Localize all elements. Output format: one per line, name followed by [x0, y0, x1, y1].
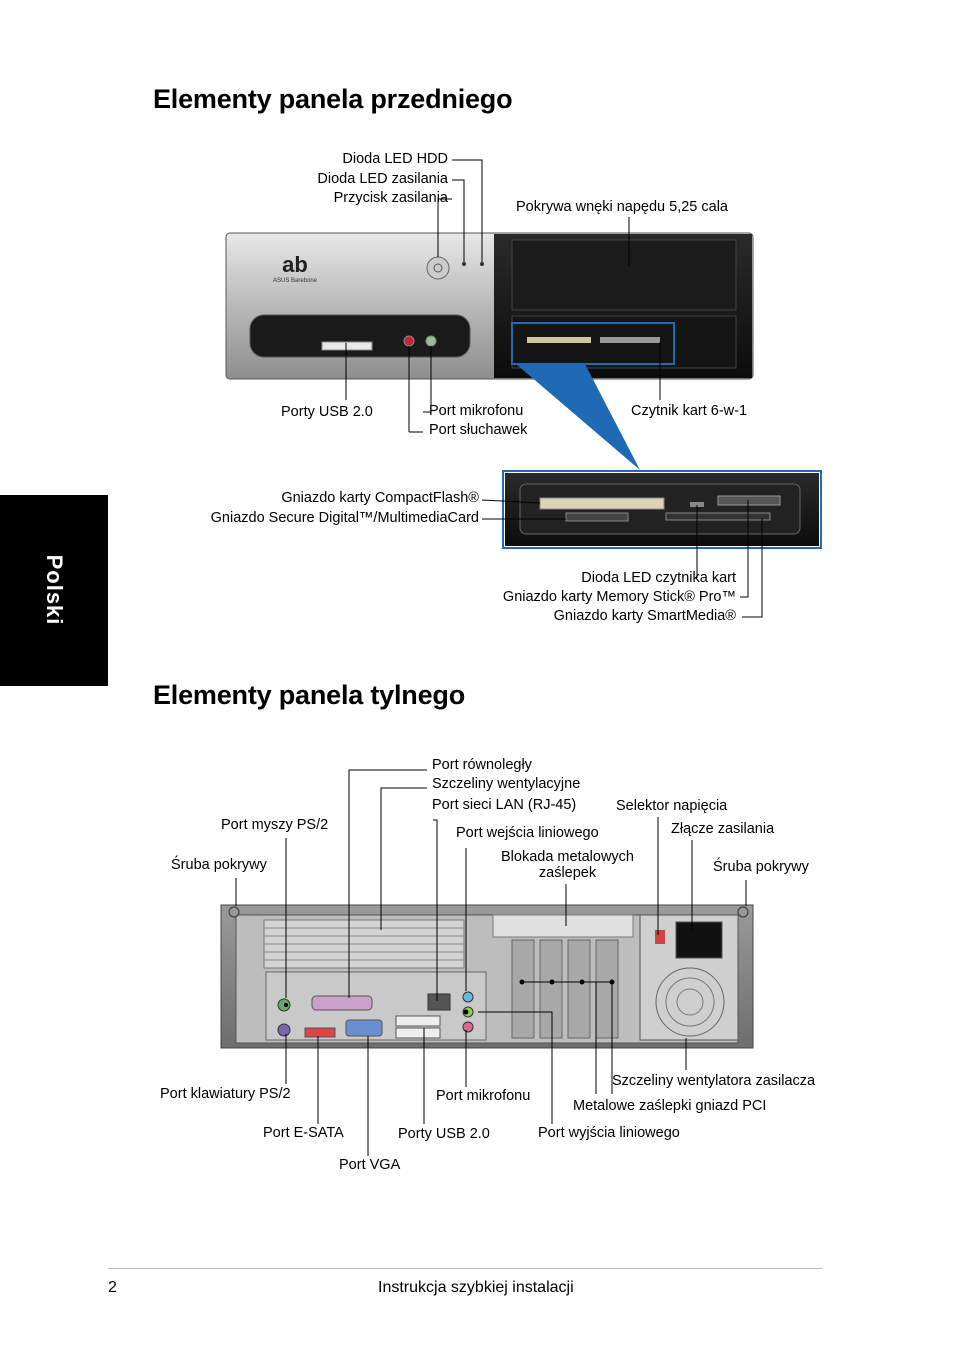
asus-logo-icon: ab	[282, 252, 308, 277]
ps2-keyboard-icon	[277, 1023, 291, 1037]
label-bay-cover: Pokrywa wnęki napędu 5,25 cala	[516, 199, 728, 215]
bay-cover	[511, 239, 737, 311]
label-ms-slot: Gniazdo karty Memory Stick® Pro™	[502, 589, 736, 605]
mic-jack-icon	[403, 335, 415, 347]
cf-slot-small	[527, 337, 591, 343]
rear-mic-jack-icon	[462, 1021, 474, 1033]
label-power-button: Przycisk zasilania	[333, 190, 448, 206]
card-reader-zoom-frame	[502, 470, 822, 549]
label-psu-fan: Szczeliny wentylatora zasilacza	[612, 1073, 816, 1089]
reader-led-zoom-icon	[690, 502, 704, 507]
footer-divider	[108, 1268, 822, 1269]
front-vent-panel	[249, 314, 471, 358]
power-led-icon	[462, 262, 466, 266]
ms-slot-zoom-icon	[717, 495, 781, 506]
headphone-jack-icon	[425, 335, 437, 347]
footer-page-number: 2	[108, 1279, 117, 1296]
hdd-led-icon	[480, 262, 484, 266]
esata-port-icon	[304, 1027, 336, 1038]
label-headphone: Port słuchawek	[429, 422, 528, 438]
label-vents: Szczeliny wentylacyjne	[432, 776, 581, 792]
vga-port-icon	[345, 1019, 383, 1037]
label-voltage-selector: Selektor napięcia	[616, 798, 728, 814]
footer-doc-title: Instrukcja szybkiej instalacji	[378, 1279, 574, 1296]
rear-panel-title: Elementy panela tylnego	[153, 680, 465, 710]
parallel-port-icon	[311, 995, 373, 1011]
label-lan: Port sieci LAN (RJ-45)	[432, 797, 577, 813]
label-power-led: Dioda LED zasilania	[317, 171, 448, 187]
logo-caption: ASUS Barebone	[273, 278, 318, 284]
line-in-jack-icon	[462, 991, 474, 1003]
front-panel-title: Elementy panela przedniego	[153, 84, 513, 114]
label-cf-slot: Gniazdo karty CompactFlash®	[281, 490, 479, 506]
label-front-mic: Port mikrofonu	[429, 403, 524, 419]
rear-usb-ports-icon	[395, 1015, 441, 1027]
bracket-lock	[492, 914, 634, 938]
callout-wedge	[516, 364, 640, 470]
voltage-selector-icon	[655, 930, 665, 944]
card-reader-highlight	[511, 322, 675, 365]
label-rear-usb: Porty USB 2.0	[398, 1126, 490, 1142]
label-esata: Port E-SATA	[263, 1125, 344, 1141]
screw-left-icon	[228, 906, 240, 918]
label-line-in: Port wejścia liniowego	[456, 825, 599, 841]
label-hdd-led: Dioda LED HDD	[342, 151, 448, 167]
label-bracket-lock: Blokada metalowych	[501, 849, 634, 865]
label-front-usb: Porty USB 2.0	[281, 404, 373, 420]
language-tab: Polski	[0, 495, 108, 686]
label-vga: Port VGA	[339, 1157, 401, 1173]
label-parallel: Port równoległy	[432, 757, 532, 773]
label-card-reader: Czytnik kart 6-w-1	[631, 403, 748, 419]
lan-port-icon	[427, 993, 451, 1011]
screw-right-icon	[737, 906, 749, 918]
cf-slot-zoom-icon	[539, 497, 665, 510]
label-sd-slot: Gniazdo Secure Digital™/MultimediaCard	[210, 510, 479, 526]
label-power-connector: Złącze zasilania	[671, 821, 775, 837]
label-pci-brackets: Metalowe zaślepki gniazd PCI	[573, 1098, 767, 1114]
front-usb-ports-icon	[321, 341, 373, 351]
label-screw-left: Śruba pokrywy	[171, 857, 267, 873]
sd-slot-zoom-icon	[565, 512, 629, 522]
label-line-out: Port wyjścia liniowego	[538, 1125, 680, 1141]
label-ps2-mouse: Port myszy PS/2	[221, 817, 329, 833]
label-sm-slot: Gniazdo karty SmartMedia®	[553, 608, 736, 624]
label-reader-led: Dioda LED czytnika kart	[581, 570, 736, 586]
power-button-icon	[426, 256, 450, 280]
power-connector-icon	[675, 921, 723, 959]
sm-slot-zoom-icon	[665, 512, 771, 521]
label-rear-mic: Port mikrofonu	[436, 1088, 531, 1104]
label-screw-right: Śruba pokrywy	[713, 859, 809, 875]
label-bracket-lock-2: zaślepek	[538, 865, 597, 881]
label-ps2-keyboard: Port klawiatury PS/2	[160, 1086, 291, 1102]
